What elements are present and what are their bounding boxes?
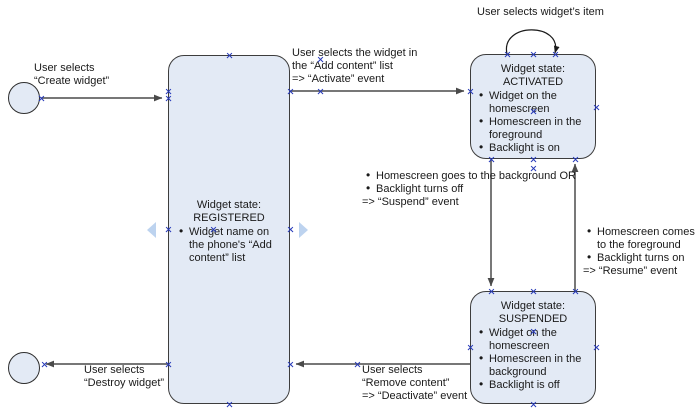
list-item: Widget name on the phone's “Add content”… (179, 225, 285, 265)
connection-point-marker (317, 88, 324, 95)
edge-label-resume-tail: => “Resume” event (583, 265, 678, 277)
state-registered-items: Widget name on the phone's “Add content”… (169, 225, 289, 265)
connection-point-marker (354, 361, 361, 368)
state-suspended-items: Widget on the homescreen Homescreen in t… (471, 326, 595, 392)
final-pseudostate[interactable] (8, 352, 40, 384)
initial-pseudostate[interactable] (8, 82, 40, 114)
edge-label-activate: User selects the widget in the “Add cont… (292, 47, 418, 85)
state-registered-title: Widget state: REGISTERED (193, 199, 265, 224)
list-item: Widget on the homescreen (479, 326, 591, 353)
resize-handle-right-icon[interactable] (299, 222, 308, 238)
list-item: Widget on the homescreen (479, 89, 591, 116)
state-activated-title: Widget state: ACTIVATED (500, 63, 566, 88)
connection-point-marker (41, 361, 48, 368)
list-item: Homescreen goes to the background OR (366, 169, 576, 183)
list-item: Backlight is off (479, 378, 591, 392)
list-item: Backlight turns on (587, 251, 698, 265)
state-suspended-title: Widget state: SUSPENDED (498, 300, 568, 325)
list-item: Backlight is on (479, 141, 591, 155)
state-suspended[interactable]: Widget state: SUSPENDED Widget on the ho… (470, 291, 596, 404)
edge-label-resume: Homescreen comes to the foreground Backl… (583, 225, 698, 278)
state-activated-items: Widget on the homescreen Homescreen in t… (471, 89, 595, 155)
edge-label-destroy: User selects “Destroy widget” (84, 364, 165, 389)
edge-selfloop[interactable] (506, 29, 560, 55)
list-item: Backlight turns off (366, 182, 576, 196)
state-activated[interactable]: Widget state: ACTIVATED Widget on the ho… (470, 54, 596, 159)
edge-label-create: User selects “Create widget” (34, 62, 110, 87)
list-item: Homescreen comes to the foreground (587, 225, 698, 252)
edge-label-selfloop: User selects widget’s item (477, 6, 604, 18)
state-registered[interactable]: Widget state: REGISTERED Widget name on … (168, 55, 290, 404)
edge-label-deactivate: User selects “Remove content” => “Deacti… (362, 364, 468, 402)
resize-handle-left-icon[interactable] (147, 222, 156, 238)
list-item: Homescreen in the background (479, 352, 591, 379)
edge-label-suspend: Homescreen goes to the background OR Bac… (362, 169, 576, 209)
list-item: Homescreen in the foreground (479, 115, 591, 142)
edge-label-suspend-tail: => “Suspend” event (362, 196, 459, 208)
